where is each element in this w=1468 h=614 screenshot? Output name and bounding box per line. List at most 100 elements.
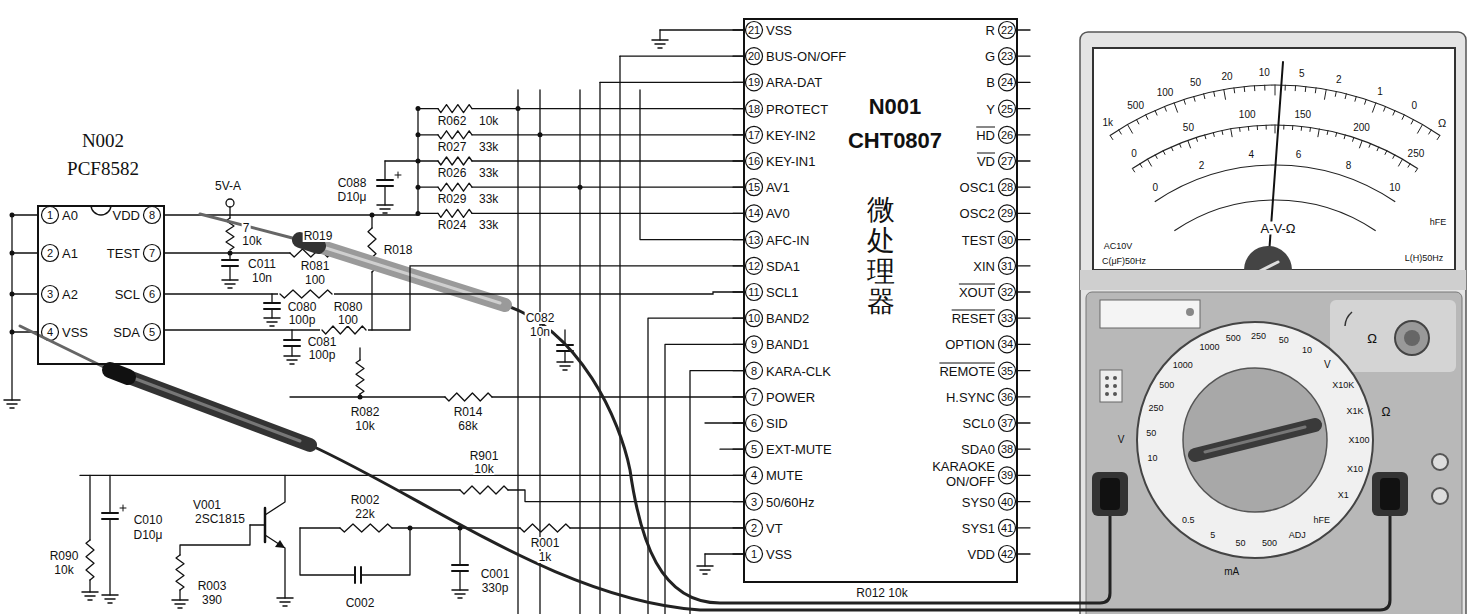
wire — [1018, 501, 1030, 502]
pin-circle — [999, 153, 1016, 170]
pin-circle — [999, 22, 1016, 39]
meter-scale-label: 0 — [1411, 101, 1419, 111]
component-label: 33k — [478, 219, 499, 231]
wire — [109, 519, 110, 595]
pin-number: 9 — [751, 339, 757, 350]
chip-box: N002 PCF8582 — [37, 205, 165, 365]
ground-symbol — [697, 565, 713, 567]
pin-name: SDA0 — [961, 443, 995, 456]
component-label: R090 — [49, 550, 80, 562]
zero-adjust-knob — [1395, 321, 1429, 355]
probe-plug — [1380, 478, 1400, 510]
scale-tick — [1140, 164, 1142, 167]
component-label: R080 — [333, 301, 364, 313]
meter-scale-label: 5 — [1298, 69, 1306, 79]
pin-number: 12 — [748, 260, 760, 271]
dial-pointer — [1205, 427, 1305, 452]
scale-tick — [1344, 135, 1345, 139]
scale-tick — [1244, 87, 1246, 92]
meter-window — [1100, 300, 1200, 328]
wire — [472, 108, 743, 109]
junction-dot — [416, 211, 421, 216]
ground-symbol — [284, 355, 300, 357]
wire — [400, 489, 460, 490]
meter-scale-label: 10 — [1258, 68, 1271, 78]
scale-tick — [1355, 96, 1356, 101]
scale-arc — [1110, 85, 1440, 135]
pin-number: 38 — [1001, 444, 1013, 455]
scale-tick — [1266, 125, 1267, 129]
pin-name: H.SYNC — [946, 390, 995, 403]
wire — [564, 351, 565, 362]
pin-number: 13 — [748, 234, 760, 245]
scale-tick — [1418, 125, 1423, 134]
meter-scale-label: 500 — [1126, 101, 1145, 111]
pin-name: SCL1 — [766, 286, 799, 299]
scale-tick — [1196, 137, 1197, 141]
wire — [733, 29, 743, 30]
ground-symbol — [228, 287, 232, 289]
ground-symbol — [277, 597, 293, 599]
probe-highlight — [120, 373, 300, 441]
scale-tick — [1309, 127, 1311, 131]
signal-wire — [165, 266, 743, 330]
scale-tick — [1213, 133, 1215, 137]
wire — [1018, 239, 1030, 240]
component-label: 33k — [478, 167, 499, 179]
resistor-symbol — [176, 555, 184, 590]
component-label: 33k — [478, 193, 499, 205]
pin-name: SID — [766, 417, 788, 430]
wire — [1018, 29, 1030, 30]
scale-tick — [1415, 169, 1417, 172]
pin-number: 33 — [1001, 313, 1013, 324]
wire — [418, 160, 438, 161]
pin-circle — [999, 336, 1016, 353]
pin-circle — [144, 286, 161, 303]
pin-circle — [746, 48, 763, 65]
pin-circle — [746, 362, 763, 379]
ground-symbol — [287, 359, 297, 361]
pin-name: KEY-IN2 — [766, 128, 815, 141]
range-dial-label: 10 — [1302, 345, 1312, 354]
ground-symbol — [4, 399, 20, 401]
scale-tick — [1264, 85, 1265, 90]
pin-number: 24 — [1001, 77, 1013, 88]
pin-number: 6 — [751, 418, 757, 429]
range-dial-label: 1000 — [1173, 361, 1193, 370]
wire — [620, 56, 743, 57]
pin-circle — [746, 257, 763, 274]
scale-tick — [1214, 91, 1215, 96]
scale-tick — [1221, 131, 1223, 135]
component-label: R026 — [437, 167, 468, 179]
scale-tick — [1188, 140, 1191, 148]
pin-circle — [42, 207, 59, 224]
junction-dot — [516, 106, 521, 111]
range-dial-label: 250 — [1149, 403, 1164, 412]
pin-circle — [999, 546, 1016, 563]
component-label: C080 — [287, 301, 318, 313]
scale-tick — [1385, 151, 1387, 155]
multimeter — [1080, 32, 1466, 614]
ground-symbol — [652, 39, 668, 41]
component-label: 10k — [478, 115, 499, 127]
wire — [733, 318, 743, 319]
circuit-wiring — [4, 22, 1030, 614]
pin-circle — [746, 310, 763, 327]
meter-needle — [1268, 62, 1283, 268]
component-label: R012 10k — [855, 587, 908, 599]
wire — [1018, 160, 1030, 161]
pin-name: Y — [986, 102, 995, 115]
pin-name: BUS-ON/OFF — [766, 50, 846, 63]
pin-name: AV0 — [766, 207, 790, 220]
transistor-arrow — [275, 540, 285, 548]
junction-dot — [578, 185, 583, 190]
wire — [459, 528, 460, 565]
socket-hole — [1105, 384, 1109, 388]
wire — [1018, 291, 1030, 292]
pin-number: 1 — [751, 549, 757, 560]
wire — [600, 82, 743, 83]
junction-dot — [416, 159, 421, 164]
wire — [660, 29, 743, 30]
resistor-symbol — [438, 209, 472, 217]
pin-name: AV1 — [766, 181, 790, 194]
